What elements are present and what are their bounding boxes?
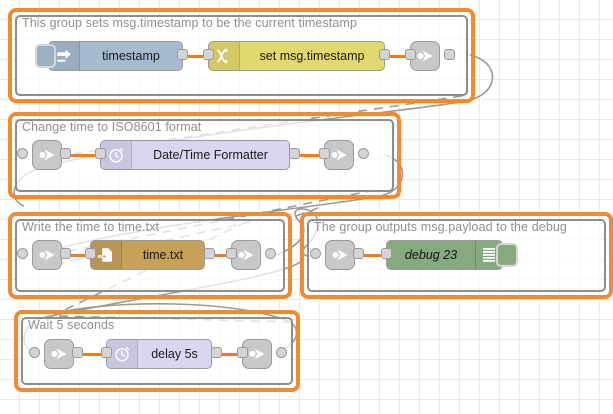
node-debug[interactable]: debug 23 — [386, 240, 503, 270]
port-input-change[interactable] — [203, 49, 214, 60]
group-timestamp-label: This group sets msg.timestamp to be the … — [22, 16, 357, 30]
port-input-file[interactable] — [85, 248, 96, 259]
port-input-link-out-5[interactable] — [237, 347, 248, 358]
port-output-link-in-5[interactable] — [72, 347, 83, 358]
file-write-icon — [91, 241, 122, 269]
port-output-link-out-5[interactable] — [276, 347, 287, 358]
node-link-in-5[interactable] — [44, 339, 74, 369]
link-in-icon — [39, 149, 55, 161]
port-output-file[interactable] — [204, 248, 215, 259]
group-iso8601-label: Change time to ISO8601 format — [22, 120, 202, 134]
debug-bars-icon — [475, 241, 502, 269]
wire-delay-to-linkout5 — [216, 352, 242, 356]
group-wait-label: Wait 5 seconds — [28, 318, 115, 332]
link-in-icon — [332, 249, 348, 261]
node-change-label: set msg.timestamp — [259, 49, 365, 63]
link-out-icon — [249, 348, 265, 360]
node-formatter-label: Date/Time Formatter — [153, 148, 268, 162]
port-output-link-out-1[interactable] — [444, 49, 455, 60]
port-input-link-in-3[interactable] — [17, 248, 28, 259]
port-input-delay[interactable] — [101, 347, 112, 358]
clock-icon — [101, 141, 132, 169]
port-output-link-out-2[interactable] — [358, 148, 369, 159]
node-link-out-2[interactable] — [324, 140, 354, 170]
node-file-label: time.txt — [142, 248, 184, 262]
node-link-in-4[interactable] — [325, 240, 355, 270]
node-inject-timestamp[interactable]: timestamp — [48, 41, 183, 71]
node-link-in-3[interactable] — [32, 240, 62, 270]
link-in-icon — [51, 348, 67, 360]
clock-icon — [107, 340, 138, 368]
node-delay[interactable]: delay 5s — [106, 339, 212, 369]
port-input-link-out-2[interactable] — [319, 148, 330, 159]
change-shuffle-icon — [209, 42, 240, 70]
port-output-link-in-4[interactable] — [353, 248, 364, 259]
link-out-icon — [238, 249, 254, 261]
inject-trigger-button[interactable] — [35, 44, 56, 68]
link-out-icon — [417, 50, 433, 62]
port-output-link-in-2[interactable] — [60, 148, 71, 159]
group-write-file-label: Write the time to time.txt — [22, 220, 160, 234]
link-out-icon — [331, 149, 347, 161]
node-inject-label: timestamp — [102, 49, 160, 63]
port-input-link-out-3[interactable] — [226, 248, 237, 259]
node-delay-label: delay 5s — [151, 347, 198, 361]
node-date-time-formatter[interactable]: Date/Time Formatter — [100, 140, 290, 170]
port-output-formatter[interactable] — [289, 148, 300, 159]
wire-linkin5-to-delay — [76, 352, 102, 356]
port-input-link-in-4[interactable] — [310, 248, 321, 259]
node-debug-label: debug 23 — [404, 248, 458, 262]
port-input-link-in-2[interactable] — [17, 148, 28, 159]
port-output-link-out-3[interactable] — [265, 248, 276, 259]
port-input-formatter[interactable] — [95, 148, 106, 159]
port-output-delay[interactable] — [211, 347, 222, 358]
node-change-set-timestamp[interactable]: set msg.timestamp — [208, 41, 385, 71]
port-input-link-out-1[interactable] — [405, 49, 416, 60]
node-file-write[interactable]: time.txt — [90, 240, 205, 270]
group-debug-label: The group outputs msg.payload to the deb… — [314, 220, 567, 234]
link-in-icon — [39, 249, 55, 261]
debug-enable-toggle[interactable] — [496, 243, 518, 267]
port-input-link-in-5[interactable] — [29, 347, 40, 358]
port-input-debug[interactable] — [381, 248, 392, 259]
node-link-in-2[interactable] — [32, 140, 62, 170]
port-output-inject[interactable] — [177, 49, 188, 60]
port-output-link-in-3[interactable] — [60, 248, 71, 259]
port-output-change[interactable] — [379, 49, 390, 60]
